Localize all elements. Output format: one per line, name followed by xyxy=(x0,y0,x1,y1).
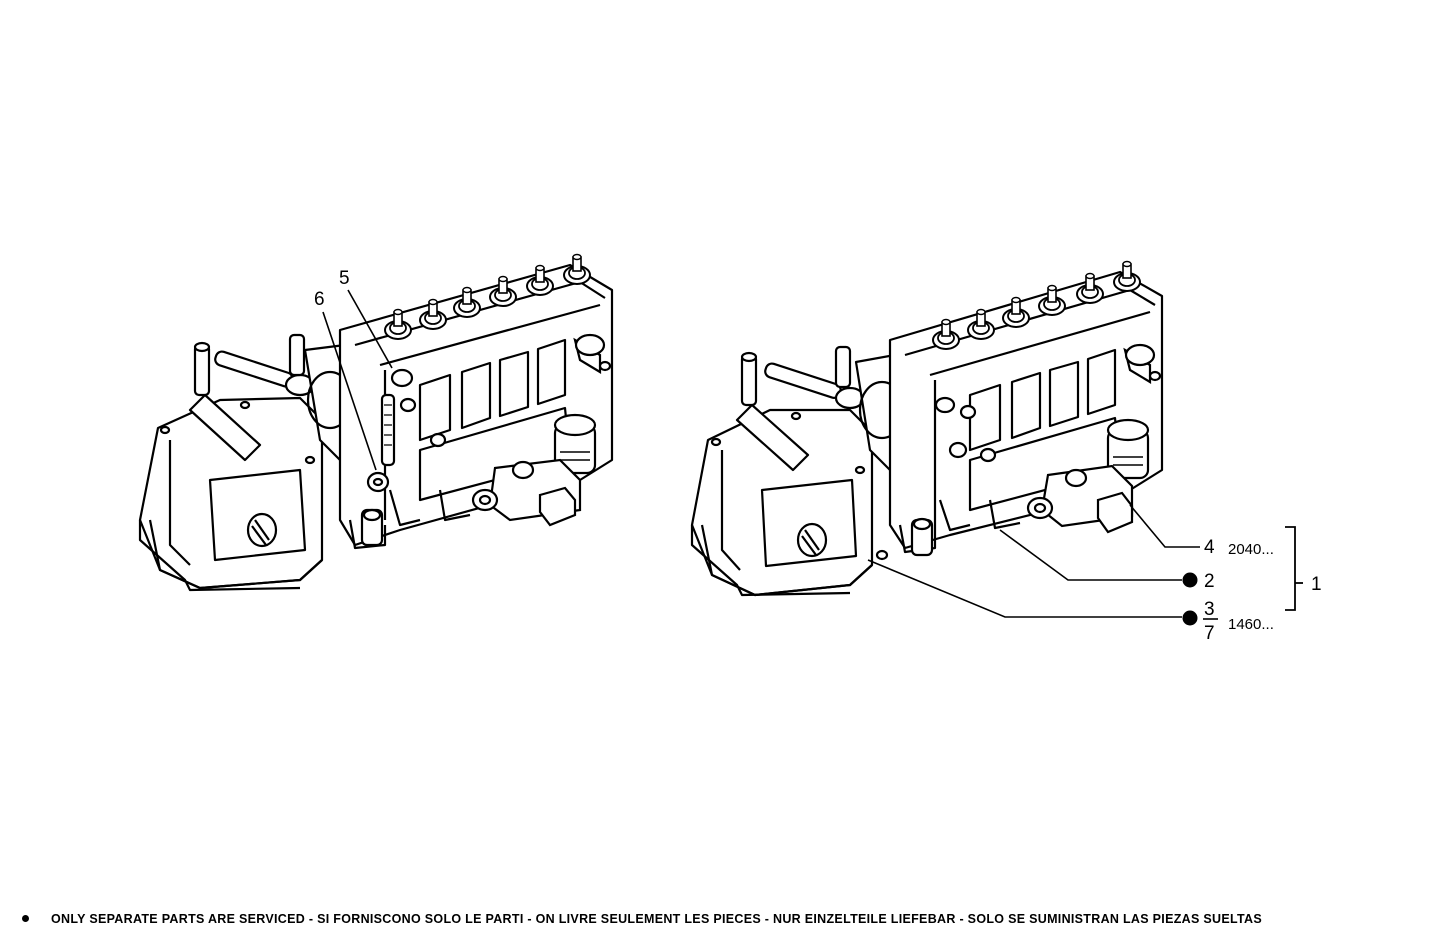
governor-housing-right xyxy=(690,408,874,597)
callout-1: 1 xyxy=(1311,574,1322,595)
control-lever-left xyxy=(188,333,316,462)
callout-5: 5 xyxy=(339,268,350,289)
serviced-marker-icon xyxy=(1182,610,1198,626)
serial-range-4: 2040... xyxy=(1228,541,1274,558)
control-lever-right xyxy=(735,345,866,472)
service-note: ONLY SEPARATE PARTS ARE SERVICED - SI FO… xyxy=(22,912,1432,926)
callout-3: 3 xyxy=(1204,599,1215,620)
injection-pump-right: 4 2040... 2 3 7 1460... 1 xyxy=(690,260,1322,644)
leader-line-6 xyxy=(322,311,377,471)
assembly-bracket xyxy=(1285,526,1296,611)
bleed-screws-left xyxy=(360,368,447,547)
serviced-marker-icon xyxy=(1182,572,1198,588)
callout-6: 6 xyxy=(314,289,325,310)
stop-plug-left xyxy=(573,333,612,374)
feed-pump-left xyxy=(471,413,597,527)
callout-2: 2 xyxy=(1204,571,1215,592)
leader-line-2 xyxy=(999,529,1182,581)
service-note-text: ONLY SEPARATE PARTS ARE SERVICED - SI FO… xyxy=(51,912,1262,926)
callout-7: 7 xyxy=(1204,623,1215,644)
bullet-icon xyxy=(22,915,29,923)
injection-pump-left: 5 6 xyxy=(138,253,614,592)
leader-line-3-7 xyxy=(867,559,1182,618)
callout-4: 4 xyxy=(1204,537,1215,558)
leader-line-4 xyxy=(1129,504,1200,548)
governor-housing-left xyxy=(138,396,324,592)
small-screws-right xyxy=(875,396,997,561)
stop-plug-right xyxy=(1123,343,1162,384)
leader-line-5 xyxy=(347,289,393,369)
feed-pump-right xyxy=(1026,418,1150,534)
serial-range-3-7: 1460... xyxy=(1228,616,1274,633)
